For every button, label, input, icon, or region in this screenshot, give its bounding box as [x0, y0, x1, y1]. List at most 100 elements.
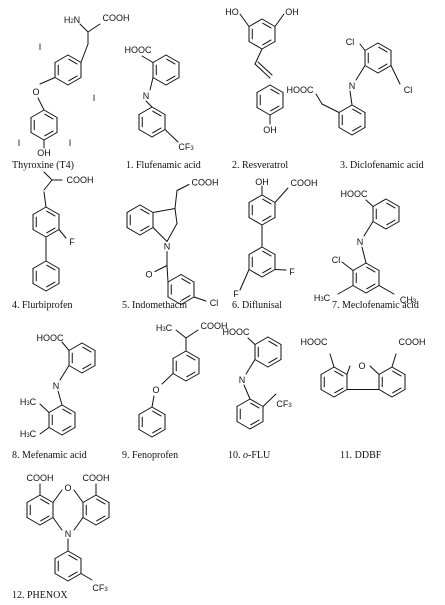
bond — [62, 408, 72, 415]
compound-caption: 8. Mefenamic acid — [12, 450, 87, 462]
bond — [274, 269, 287, 271]
bond — [152, 427, 162, 434]
bond — [250, 419, 260, 426]
bond — [126, 204, 141, 213]
bond — [256, 84, 271, 93]
bond — [140, 208, 150, 215]
compound-caption: 11. DDBF — [340, 450, 381, 462]
bond — [186, 354, 196, 361]
compound-number: 9. — [122, 450, 130, 461]
bond — [257, 61, 273, 76]
bond — [262, 22, 272, 29]
compound-number: 10. — [228, 450, 241, 461]
bond — [236, 398, 251, 407]
bond — [149, 77, 154, 91]
bond — [261, 246, 276, 255]
bond — [46, 210, 56, 217]
bond — [43, 179, 53, 191]
compound-name: Flufenamic acid — [136, 160, 201, 171]
bond — [248, 246, 263, 255]
compound-caption: 4. Flurbiprofen — [12, 300, 73, 312]
bond — [262, 267, 272, 274]
bond — [270, 88, 280, 95]
bond — [81, 365, 96, 374]
atom-label: COOH — [103, 13, 130, 23]
atom-label: H3C — [156, 323, 173, 333]
bond — [249, 421, 264, 430]
atom-label: O — [358, 361, 365, 371]
bond — [248, 194, 263, 203]
bond — [249, 398, 264, 407]
compound-number: 12. — [12, 590, 25, 601]
bond — [167, 274, 182, 283]
bond — [39, 403, 50, 413]
bond — [152, 54, 167, 63]
bond — [351, 104, 366, 113]
bond — [334, 370, 344, 377]
bond — [43, 132, 58, 141]
atom-label: HOOC — [341, 189, 369, 199]
bond — [386, 202, 396, 209]
compound-caption: 1. Flufenamic acid — [126, 160, 201, 172]
bond — [79, 23, 89, 33]
bond — [165, 54, 180, 63]
bond — [248, 18, 263, 27]
atom-label: F — [289, 267, 295, 277]
bond — [45, 229, 60, 238]
compound-name: DDBF — [354, 450, 382, 461]
atom-label: HO — [225, 7, 239, 17]
bond — [39, 517, 54, 526]
bond — [151, 129, 166, 138]
bond — [39, 77, 56, 85]
atom-label: Cl — [210, 298, 219, 308]
bond — [378, 366, 393, 375]
compound-number: 2. — [232, 160, 240, 171]
compound-caption: 6. Diflunisal — [232, 300, 282, 312]
bond — [262, 215, 272, 222]
atom-label: H3C — [20, 429, 37, 439]
bond — [174, 190, 178, 209]
bond — [95, 517, 110, 526]
atom-label: CF3 — [276, 399, 292, 409]
bond — [52, 517, 63, 531]
bond — [359, 43, 366, 51]
bond — [186, 371, 196, 378]
bond — [269, 107, 284, 116]
bond — [32, 260, 47, 269]
bond — [44, 130, 54, 137]
bond — [185, 350, 200, 359]
bond — [52, 489, 63, 503]
bond — [54, 54, 69, 63]
compound-caption: 2. Resveratrol — [232, 160, 288, 172]
atom-label: HOOC — [125, 45, 153, 55]
bond — [67, 573, 82, 582]
atom-label: Cl — [346, 37, 355, 47]
bond — [138, 129, 153, 138]
atom-label: CF3 — [92, 583, 108, 593]
bond — [180, 296, 195, 305]
bond — [59, 365, 70, 381]
bond — [82, 363, 92, 370]
bond — [333, 389, 348, 398]
bond — [154, 265, 168, 272]
atom-label: COOH — [201, 321, 228, 331]
compound-name: Fenoprofen — [132, 450, 179, 461]
compound-name: Mefenamic acid — [22, 450, 87, 461]
bond — [40, 515, 50, 522]
bond — [43, 191, 47, 208]
bond — [385, 221, 400, 230]
bond — [261, 18, 276, 27]
bond — [320, 366, 335, 375]
bond — [243, 384, 251, 400]
atom-label: N — [143, 91, 150, 101]
bond — [175, 329, 187, 339]
bond — [68, 342, 83, 351]
bond — [248, 217, 263, 226]
bond — [54, 550, 69, 559]
bond — [261, 194, 276, 203]
